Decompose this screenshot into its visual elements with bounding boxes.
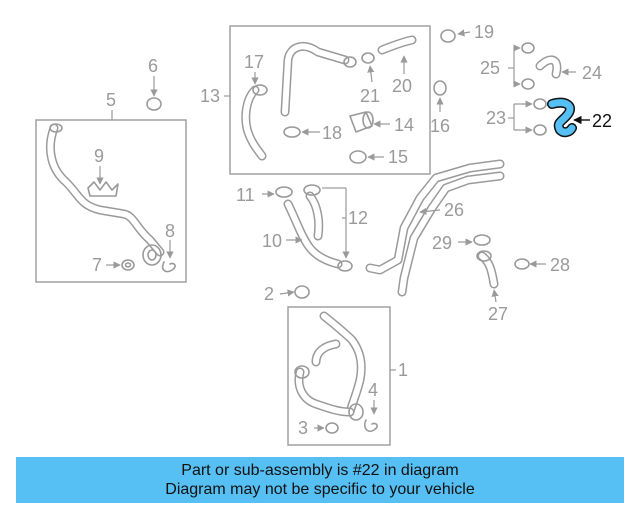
part-1-pipe-assembly (294, 311, 366, 421)
callout-23: 23 (486, 108, 506, 128)
part-27-elbow (476, 250, 499, 289)
callout-27: 27 (488, 304, 508, 324)
parts-diagram: 1 2 3 4 5 6 7 8 9 10 11 12 13 14 15 16 1… (35, 22, 612, 446)
callout-3: 3 (298, 418, 308, 438)
callout-16: 16 (430, 116, 450, 136)
leader-lines (96, 29, 590, 432)
part-23-clamps (533, 98, 547, 136)
callout-18: 18 (322, 123, 342, 143)
part-14-flange (349, 111, 374, 133)
callout-26: 26 (444, 200, 464, 220)
callout-25: 25 (480, 58, 500, 78)
part-4-clip (363, 419, 378, 433)
part-19-clamp (440, 29, 456, 43)
callout-19: 19 (474, 22, 494, 42)
part-26-pipe (365, 159, 505, 297)
callout-1: 1 (398, 360, 408, 380)
part-24-hose (535, 55, 562, 79)
callout-17: 17 (244, 52, 264, 72)
part-20-hose (377, 35, 417, 55)
callout-8: 8 (165, 221, 175, 241)
callout-21: 21 (360, 86, 380, 106)
group-box-13 (229, 25, 431, 175)
callout-6: 6 (148, 56, 158, 76)
callout-10: 10 (262, 231, 282, 251)
part-upper-pipe (280, 41, 357, 117)
part-21-clamp (361, 52, 375, 64)
part-18-clamp (283, 126, 301, 138)
callout-labels: 1 2 3 4 5 6 7 8 9 10 11 12 13 14 15 16 1… (92, 22, 612, 438)
part-9-bracket (87, 181, 119, 197)
part-16-clamp (433, 80, 447, 96)
part-12-clamp (303, 184, 353, 272)
part-29-clamp (473, 234, 491, 246)
part-25-clamps (521, 42, 535, 90)
part-6-clamp (146, 97, 162, 111)
callout-24: 24 (582, 63, 602, 83)
part-15-cap (349, 150, 367, 164)
banner-line-1: Part or sub-assembly is #22 in diagram (181, 462, 459, 479)
part-28-clamp (514, 258, 530, 270)
part-2-clamp (294, 285, 310, 299)
part-7-seal (121, 259, 135, 271)
callout-7: 7 (92, 255, 102, 275)
callout-20: 20 (392, 76, 412, 96)
callout-12: 12 (348, 208, 368, 228)
part-10-hose (283, 191, 343, 269)
callout-4: 4 (368, 380, 378, 400)
callout-22: 22 (592, 111, 612, 131)
callout-15: 15 (388, 147, 408, 167)
part-22-hose-highlighted (547, 97, 577, 138)
banner-line-2: Diagram may not be specific to your vehi… (165, 481, 475, 498)
callout-28: 28 (550, 255, 570, 275)
group-box-1 (287, 306, 391, 446)
part-5-coolant-pipe (46, 123, 165, 266)
part-11-clamp (275, 186, 293, 198)
part-17-hose (241, 84, 268, 161)
part-8-clip (161, 261, 176, 273)
callout-5: 5 (106, 90, 116, 110)
callout-11: 11 (236, 185, 255, 205)
callout-14: 14 (394, 115, 414, 135)
group-box-5 (35, 119, 187, 283)
part-3-seal (325, 422, 339, 434)
callout-9: 9 (94, 146, 104, 166)
callout-2: 2 (264, 284, 274, 304)
part-info-banner: Part or sub-assembly is #22 in diagram D… (16, 457, 624, 503)
callout-13: 13 (200, 86, 220, 106)
callout-29: 29 (432, 233, 452, 253)
